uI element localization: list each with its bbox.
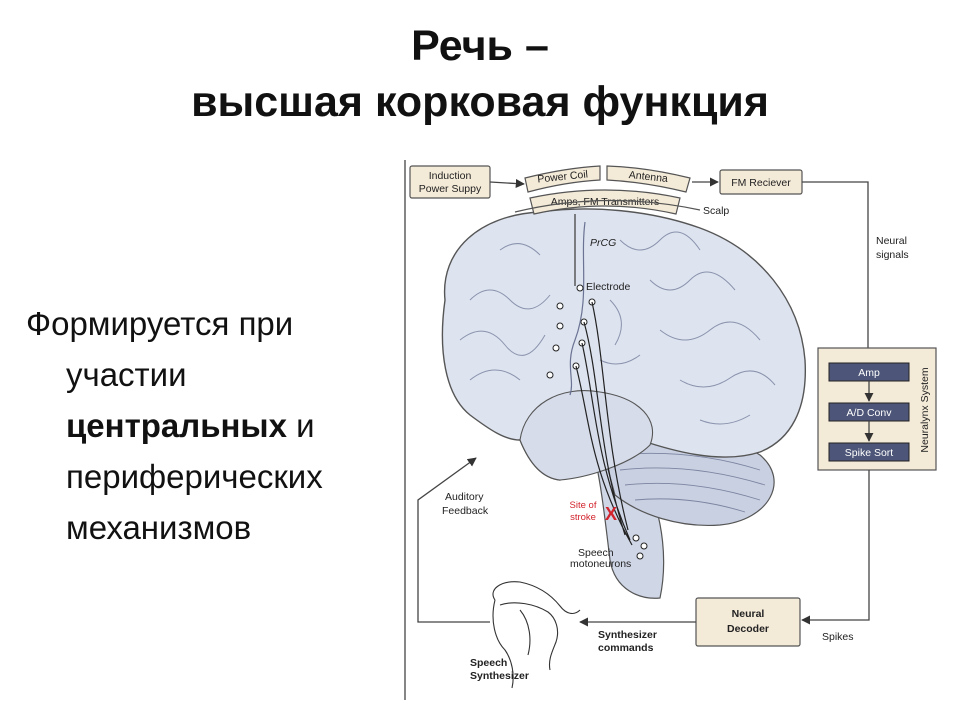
speech-synth-label-2: Synthesizer [470,670,529,682]
neuralynx-system-label: Neuralynx System [919,367,931,452]
neural-signals-label-2: signals [876,249,909,261]
bullet-line-2: участии [66,356,187,393]
auditory-feedback-line [417,457,490,623]
central-sulcus [569,221,586,396]
amps-fm-label: Amps, FM Transmitters [551,196,660,208]
vocal-tract-sketch [492,581,581,689]
spikes-line [801,470,870,625]
electrode-array [546,284,596,379]
spike-sort-label: Spike Sort [845,447,894,459]
synth-commands-label-1: Synthesizer [598,629,657,641]
cerebellum-folia [614,452,766,513]
synth-commands-label-2: commands [598,642,654,654]
spikes-label: Spikes [822,631,854,643]
electrode-label: Electrode [586,281,631,293]
title-line-2: высшая корковая функция [191,78,769,126]
scalp-arc [514,199,701,213]
induction-power-label-2: Power Suppy [419,183,482,195]
speech-motoneurons-label-2: motoneurons [570,558,631,570]
descending-tracts [575,301,633,546]
antenna-box [606,165,691,193]
prcg-label: PrCG [590,237,616,249]
bullet-line-3: центральных и [26,400,406,451]
speech-motoneurons-label-1: Speech [578,547,614,559]
neural-signals-line [802,181,873,357]
neural-signals-label-1: Neural [876,235,907,247]
induction-power-label-1: Induction [429,170,472,182]
bullet-bold-word: центральных [66,407,287,444]
title-line-1: Речь – [411,22,549,70]
temporal-lobe [519,390,654,481]
site-of-stroke-label-2: stroke [570,512,596,523]
amp-label: Amp [858,367,880,379]
bullet-line-1: Формируется при [26,305,294,342]
stroke-x-mark: X [605,504,617,524]
bullet-line-5: механизмов [66,509,252,546]
bullet-line-4: периферических [66,458,323,495]
power-coil-label: Power Coil [537,168,589,185]
slide-title: Речь – высшая корковая функция [0,18,960,130]
brain-gyri [459,231,776,425]
fm-receiver-label: FM Reciever [731,177,791,189]
ad-conv-label: A/D Conv [847,407,893,419]
amps-fm-box [529,189,681,215]
power-to-coil-arrow [489,178,525,189]
antenna-label: Antenna [628,169,668,185]
motoneurons [632,534,648,560]
neural-decoder-box [695,597,801,647]
power-coil-box [524,165,601,193]
bullet-line-3-rest: и [286,407,315,444]
bullet-text: Формируется при участии центральных и пе… [26,298,406,553]
neural-decoder-label-2: Decoder [727,623,769,635]
scalp-label: Scalp [703,205,729,217]
site-of-stroke-label-1: Site of [570,500,597,511]
auditory-feedback-label-2: Feedback [442,505,489,517]
neural-decoder-label-1: Neural [732,608,765,620]
spike-sort-box [828,442,910,462]
auditory-feedback-label-1: Auditory [445,491,484,503]
speech-synth-label-1: Speech [470,657,507,669]
